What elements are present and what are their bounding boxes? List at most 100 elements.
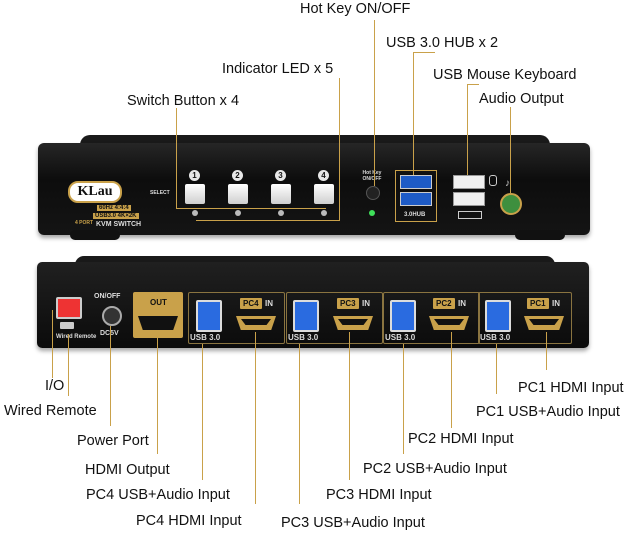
indicator-led-3	[278, 210, 284, 216]
indicator-led-4	[321, 210, 327, 216]
callout-line-switch	[176, 108, 177, 208]
callout-line-pc2-usb	[403, 344, 404, 454]
pc1-usb-label: USB 3.0	[480, 333, 511, 342]
power-switch[interactable]	[56, 297, 82, 319]
switch-button-2[interactable]	[228, 184, 248, 204]
switch-button-3[interactable]	[271, 184, 291, 204]
callout-line-hub	[413, 52, 414, 175]
hub-frame	[395, 170, 437, 222]
callout-io: I/O	[45, 378, 65, 394]
pc1-usb-port[interactable]	[485, 300, 511, 332]
callout-wired-remote: Wired Remote	[4, 403, 97, 419]
callout-pc1-hdmi: PC1 HDMI Input	[518, 380, 624, 396]
usb3-hub-port-1[interactable]	[400, 175, 432, 189]
callout-pc3-hdmi: PC3 HDMI Input	[326, 487, 432, 503]
dc-label: DC5V	[100, 330, 119, 337]
callout-power-port: Power Port	[77, 433, 149, 449]
device-foot	[515, 230, 565, 240]
pc2-hdmi-port[interactable]	[429, 316, 469, 330]
callout-hot-key: Hot Key ON/OFF	[300, 1, 411, 17]
hub-label: 3.0HUB	[404, 212, 426, 218]
brand-logo: KLau	[68, 181, 122, 203]
callout-hdmi-output: HDMI Output	[85, 462, 170, 478]
button-number-4: 4	[318, 170, 329, 181]
callout-line-usb	[467, 84, 468, 175]
pc2-tag: PC2	[433, 298, 455, 309]
callout-line-pc3-usb	[299, 344, 300, 504]
pc4-hdmi-port[interactable]	[236, 316, 276, 330]
spec-label: 60Hz 4:4:4	[97, 205, 131, 211]
hdmi-out-panel	[133, 292, 183, 338]
callout-line-hub	[413, 52, 435, 53]
callout-line-audio	[510, 107, 511, 193]
front-device-top	[80, 135, 550, 145]
wired-remote-label: Wired Remote	[56, 334, 97, 340]
pc3-usb-label: USB 3.0	[288, 333, 319, 342]
pc1-hdmi-port[interactable]	[524, 316, 564, 330]
callout-usb-mouse-keyboard: USB Mouse Keyboard	[433, 67, 577, 83]
pc4-usb-port[interactable]	[196, 300, 222, 332]
callout-line-pc3-hdmi	[349, 332, 350, 480]
callout-pc2-usb-audio: PC2 USB+Audio Input	[363, 461, 507, 477]
port-count-label: 4 PORT	[75, 220, 94, 226]
callout-line-led	[196, 220, 340, 221]
spec-label: USB3.0 4K×2K	[93, 213, 139, 219]
hotkey-button[interactable]	[366, 186, 380, 200]
pc4-in-label: IN	[265, 299, 273, 308]
callout-line-io	[52, 310, 53, 378]
pc1-in-label: IN	[552, 299, 560, 308]
keyboard-icon	[458, 211, 482, 219]
callout-pc1-usb-audio: PC1 USB+Audio Input	[476, 404, 620, 420]
pc3-port-group	[286, 292, 383, 344]
callout-usb-hub: USB 3.0 HUB x 2	[386, 35, 499, 51]
callout-line-remote	[68, 334, 69, 396]
select-label: SELECT	[150, 190, 170, 196]
pc3-in-label: IN	[362, 299, 370, 308]
button-number-2: 2	[232, 170, 243, 181]
callout-switch-button: Switch Button x 4	[127, 93, 240, 109]
callout-line-pc4-hdmi	[255, 332, 256, 504]
switch-button-1[interactable]	[185, 184, 205, 204]
callout-line-hotkey	[374, 20, 375, 186]
pc3-tag: PC3	[337, 298, 359, 309]
usb-mouse-port[interactable]	[453, 175, 485, 189]
pc2-port-group	[383, 292, 480, 344]
button-number-1: 1	[189, 170, 200, 181]
device-foot	[70, 230, 120, 240]
switch-button-4[interactable]	[314, 184, 334, 204]
usb3-hub-port-2[interactable]	[400, 192, 432, 206]
usb-keyboard-port[interactable]	[453, 192, 485, 206]
callout-line-pc4-usb	[202, 344, 203, 480]
callout-pc3-usb-audio: PC3 USB+Audio Input	[281, 515, 425, 531]
pc2-usb-port[interactable]	[390, 300, 416, 332]
pc2-in-label: IN	[458, 299, 466, 308]
pc1-port-group	[478, 292, 572, 344]
callout-line-pc1-usb	[496, 344, 497, 394]
audio-output-jack[interactable]	[500, 193, 522, 215]
callout-audio-output: Audio Output	[479, 91, 564, 107]
pc3-usb-port[interactable]	[293, 300, 319, 332]
wired-remote-port[interactable]	[60, 322, 74, 329]
callout-pc4-hdmi: PC4 HDMI Input	[136, 513, 242, 529]
callout-pc4-usb-audio: PC4 USB+Audio Input	[86, 487, 230, 503]
callout-indicator-led: Indicator LED x 5	[222, 61, 334, 77]
hotkey-label: Hot Key ON/OFF	[362, 170, 382, 182]
onoff-label: ON/OFF	[94, 293, 121, 300]
callout-line-pc1-hdmi	[546, 332, 547, 370]
indicator-led-hotkey	[369, 210, 375, 216]
back-device-top	[75, 256, 555, 265]
indicator-led-1	[192, 210, 198, 216]
hdmi-output-port[interactable]	[138, 316, 178, 330]
pc1-tag: PC1	[527, 298, 549, 309]
dc-power-port[interactable]	[102, 306, 122, 326]
speaker-icon: ♪	[505, 178, 510, 189]
pc3-hdmi-port[interactable]	[333, 316, 373, 330]
callout-pc2-hdmi: PC2 HDMI Input	[408, 431, 514, 447]
out-label: OUT	[150, 298, 167, 307]
callout-line-power	[110, 326, 111, 426]
pc4-usb-label: USB 3.0	[190, 333, 221, 342]
callout-line-switch	[176, 208, 326, 209]
pc4-port-group	[188, 292, 285, 344]
pc2-usb-label: USB 3.0	[385, 333, 416, 342]
button-number-3: 3	[275, 170, 286, 181]
